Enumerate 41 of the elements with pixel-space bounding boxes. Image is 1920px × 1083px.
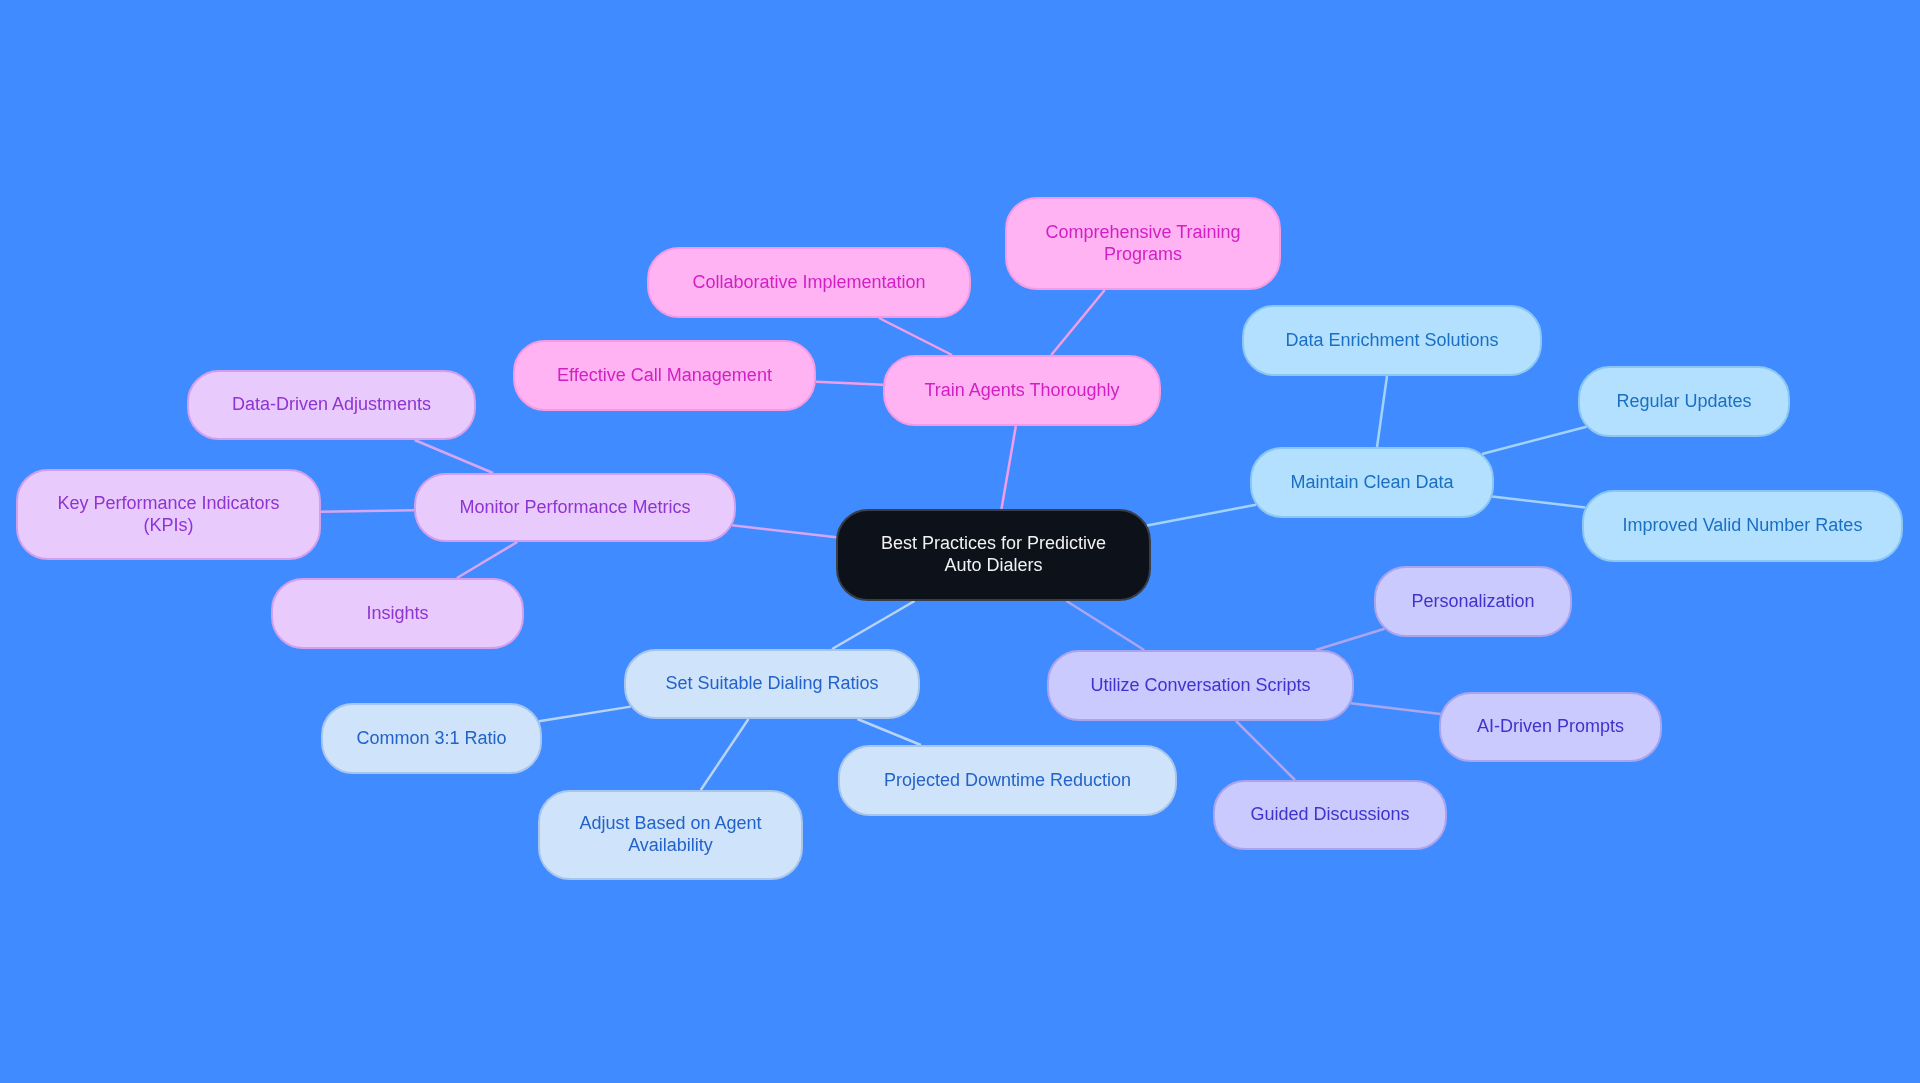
topic-pill: Monitor Performance Metrics [414, 473, 736, 542]
connector-line [456, 540, 518, 580]
connector-line [731, 524, 837, 539]
topic-pill: Regular Updates [1578, 366, 1790, 437]
topic-pill: Collaborative Implementation [647, 247, 971, 318]
connector-line [538, 705, 631, 723]
topic-pill: Train Agents Thoroughly [883, 355, 1161, 426]
topic-pill: Data-Driven Adjustments [187, 370, 476, 440]
topic-pill: Adjust Based on Agent Availability [538, 790, 803, 880]
topic-pill: Data Enrichment Solutions [1242, 305, 1542, 376]
topic-pill: Comprehensive Training Programs [1005, 197, 1281, 290]
topic-pill: Utilize Conversation Scripts [1047, 650, 1354, 721]
connector-line [1315, 627, 1385, 652]
connector-line [1350, 702, 1441, 716]
connector-line [856, 717, 922, 747]
connector-line [699, 718, 750, 791]
connector-line [1146, 503, 1257, 527]
topic-pill: Effective Call Management [513, 340, 816, 411]
connector-line [878, 316, 953, 357]
connector-line [1481, 425, 1587, 456]
topic-pill: Personalization [1374, 566, 1572, 637]
connector-line [1235, 720, 1296, 781]
central-topic: Best Practices for Predictive Auto Dialers [836, 509, 1151, 601]
topic-pill: Maintain Clean Data [1250, 447, 1494, 518]
topic-pill: AI-Driven Prompts [1439, 692, 1662, 762]
connector-line [320, 509, 415, 514]
connector-line [815, 380, 884, 386]
connector-line [1492, 495, 1586, 509]
connector-line [1000, 425, 1018, 510]
topic-pill: Common 3:1 Ratio [321, 703, 542, 774]
topic-pill: Projected Downtime Reduction [838, 745, 1177, 816]
connector-line [1375, 375, 1389, 448]
connector-line [1050, 289, 1106, 356]
topic-pill: Guided Discussions [1213, 780, 1447, 850]
connector-line [1065, 599, 1145, 652]
topic-pill: Set Suitable Dialing Ratios [624, 649, 920, 719]
connector-line [414, 438, 494, 475]
topic-pill: Insights [271, 578, 524, 649]
topic-pill: Improved Valid Number Rates [1582, 490, 1903, 562]
topic-pill: Key Performance Indicators (KPIs) [16, 469, 321, 560]
connector-line [831, 599, 916, 651]
